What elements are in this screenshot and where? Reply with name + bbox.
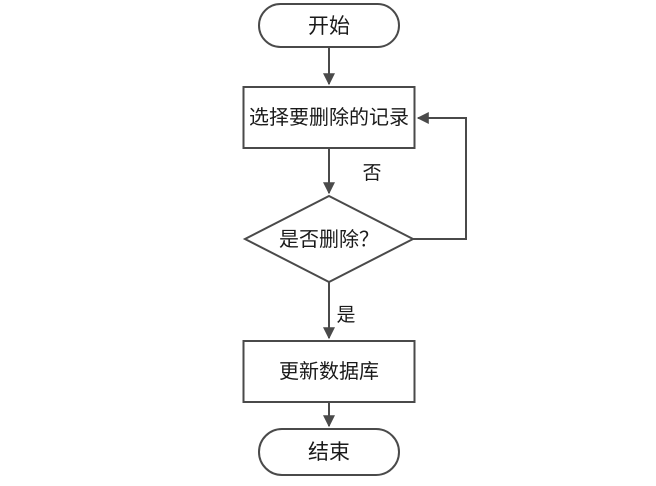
node-start-terminator bbox=[258, 3, 400, 48]
node-update-label: 更新数据库 bbox=[279, 360, 379, 383]
node-start-label: 开始 bbox=[308, 14, 350, 38]
node-end-terminator bbox=[258, 428, 400, 476]
node-select-process bbox=[242, 86, 416, 149]
edge-decision-loop-back-to-select bbox=[413, 112, 467, 240]
node-decision-diamond bbox=[242, 194, 416, 284]
node-decision-label: 是否删除？ bbox=[279, 228, 379, 251]
node-end-label: 结束 bbox=[308, 440, 350, 464]
node-select-label: 选择要删除的记录 bbox=[249, 106, 409, 129]
edge-label-yes: 是 bbox=[336, 305, 355, 326]
node-update-process bbox=[242, 340, 416, 403]
edge-label-no: 否 bbox=[362, 163, 381, 184]
